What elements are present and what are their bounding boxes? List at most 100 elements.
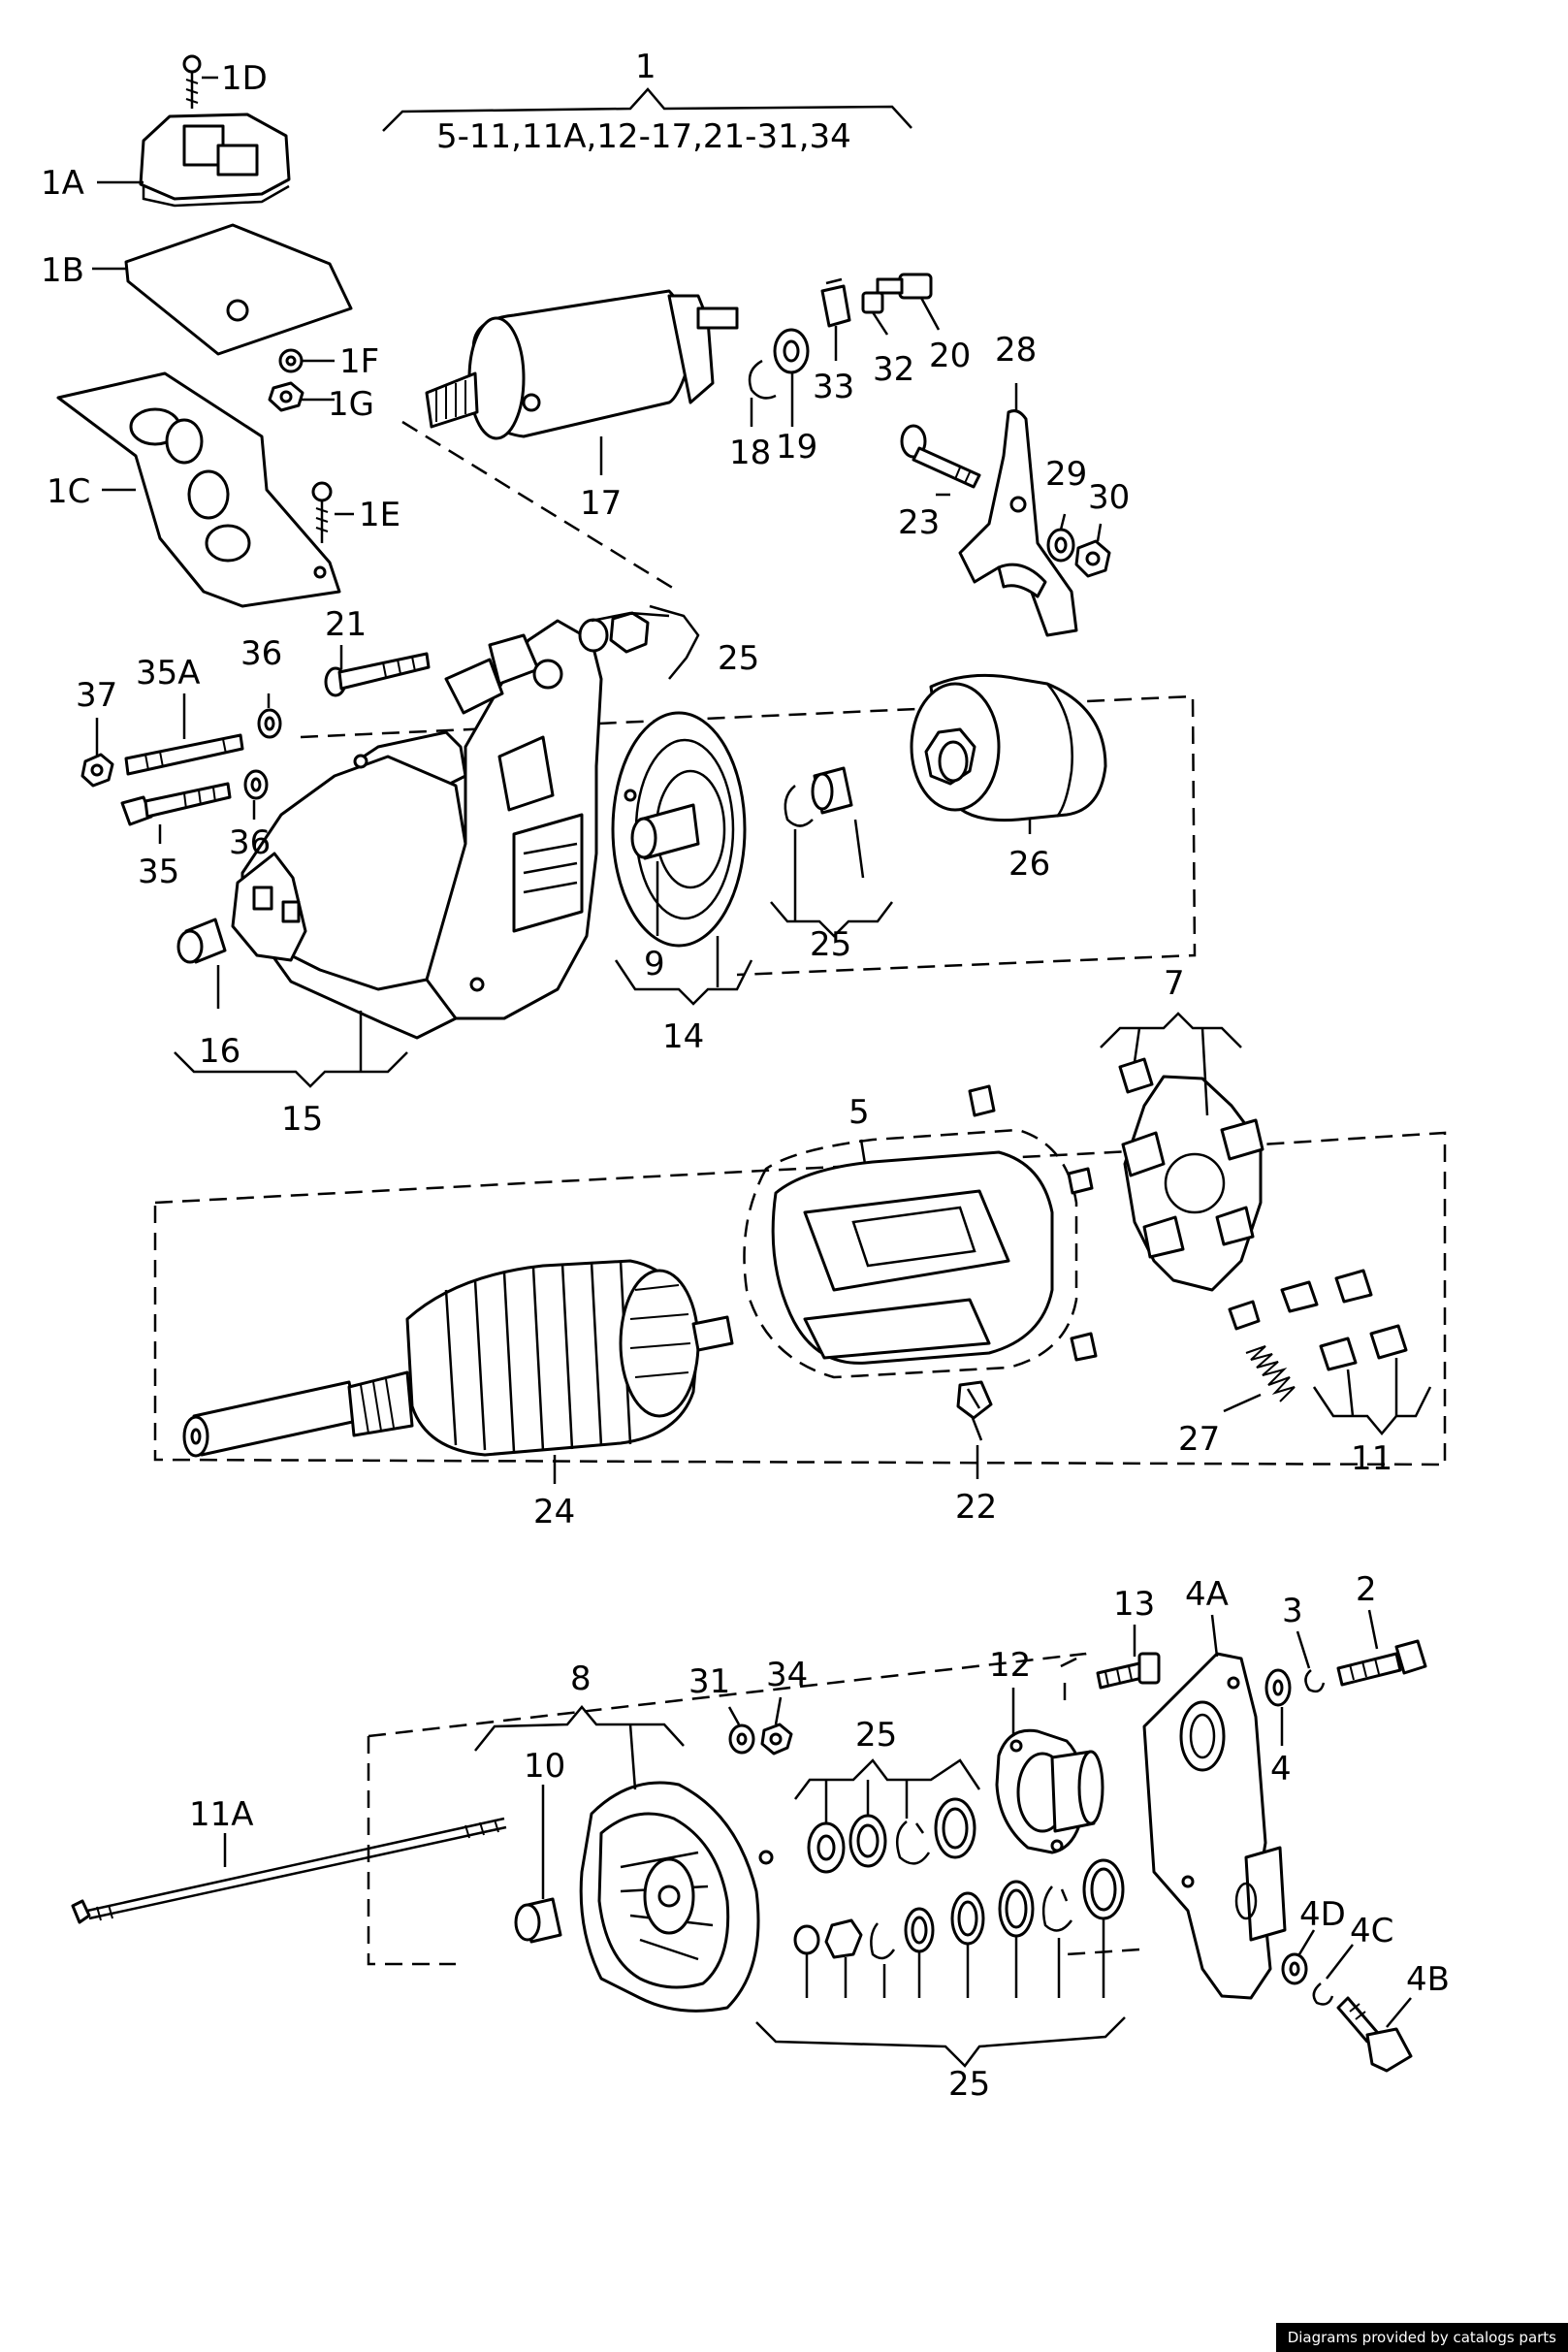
label-34: 34 (766, 1656, 808, 1694)
label-37: 37 (76, 676, 117, 715)
tie-rod-11A (71, 1817, 507, 1924)
part-labels: 1 5-11,11A,12-17,21-31,34 1D 1A 1B 1F 1G… (41, 48, 1450, 2104)
label-30: 30 (1088, 478, 1130, 517)
label-23: 23 (898, 503, 940, 542)
bushing-9 (630, 803, 700, 860)
washer-19 (773, 328, 810, 374)
label-7: 7 (1164, 964, 1185, 1003)
armature-24 (182, 1259, 734, 1458)
label-4C: 4C (1350, 1912, 1393, 1950)
label-9: 9 (644, 945, 665, 983)
rings-25-mid (784, 766, 853, 827)
nut-37 (80, 753, 114, 788)
spring-washer-4C (1312, 1982, 1334, 2006)
label-19: 19 (776, 428, 817, 467)
bushing-16 (176, 918, 227, 964)
leader-lines (92, 76, 1432, 2068)
label-1A: 1A (41, 164, 84, 203)
label-25-lower-top: 25 (855, 1716, 897, 1755)
label-1E: 1E (359, 496, 400, 534)
bolt-21 (324, 652, 431, 697)
label-17: 17 (580, 484, 622, 523)
label-27: 27 (1178, 1420, 1220, 1459)
brushes-11 (1228, 1269, 1408, 1371)
label-33: 33 (813, 368, 854, 406)
nut-30 (1074, 539, 1111, 578)
housing-15 (231, 619, 603, 1040)
label-25-lower-bottom: 25 (948, 2065, 990, 2104)
washer-1F (278, 348, 304, 373)
washer-36b (243, 769, 269, 800)
bracket-4A (1142, 1652, 1287, 2000)
lever-28 (958, 409, 1078, 637)
spring-27 (1245, 1345, 1296, 1402)
label-1G: 1G (328, 385, 374, 424)
label-12: 12 (989, 1646, 1031, 1685)
label-36-lower: 36 (229, 823, 271, 862)
label-21: 21 (325, 605, 367, 644)
label-1D: 1D (221, 59, 268, 98)
bolt-20 (876, 273, 933, 300)
label-3: 3 (1282, 1592, 1303, 1630)
plate-1B (124, 223, 353, 356)
label-1B: 1B (41, 251, 84, 290)
clip-33 (820, 277, 851, 328)
label-11: 11 (1351, 1439, 1392, 1478)
label-20: 20 (929, 337, 971, 375)
label-4D: 4D (1299, 1895, 1346, 1934)
washer-31 (728, 1724, 755, 1755)
label-4: 4 (1270, 1750, 1292, 1788)
assembly-outlines (153, 420, 1447, 1966)
label-2: 2 (1356, 1570, 1377, 1609)
label-1C: 1C (47, 472, 90, 511)
label-13: 13 (1113, 1585, 1155, 1624)
screw-1E (311, 481, 333, 543)
bolt-2 (1336, 1639, 1427, 1687)
label-1-group: 5-11,11A,12-17,21-31,34 (436, 117, 851, 156)
nut-1G (268, 381, 304, 412)
bolt-13 (1096, 1652, 1161, 1690)
bolt-35 (120, 782, 232, 826)
brush-holder-7 (1118, 1057, 1264, 1292)
ring-18 (748, 359, 777, 400)
washer-36a (257, 708, 282, 739)
spring-washer-3 (1304, 1669, 1326, 1693)
label-16: 16 (199, 1032, 240, 1071)
label-18: 18 (729, 434, 771, 472)
label-4A: 4A (1185, 1575, 1229, 1614)
seal-kit-25-lower (793, 1858, 1125, 1960)
label-1: 1 (635, 48, 656, 86)
label-4B: 4B (1406, 1960, 1450, 1999)
gasket-12 (995, 1728, 1104, 1854)
end-cover-8 (579, 1781, 774, 2013)
label-32: 32 (873, 350, 914, 389)
screw-22 (956, 1380, 993, 1441)
label-25-mid: 25 (810, 925, 851, 964)
label-28: 28 (995, 331, 1037, 370)
label-8: 8 (570, 1659, 592, 1698)
label-5: 5 (848, 1093, 870, 1132)
label-35: 35 (138, 853, 179, 891)
label-35A: 35A (136, 654, 201, 693)
label-36-upper: 36 (240, 634, 282, 673)
bolt-4B (1336, 1996, 1413, 2073)
drive-pinion-26 (910, 673, 1107, 822)
cover-1A (139, 113, 291, 208)
label-24: 24 (533, 1493, 575, 1531)
washer-29 (1046, 528, 1075, 563)
nut-25-top (578, 611, 650, 654)
label-25-upper: 25 (718, 639, 759, 678)
label-26: 26 (1008, 845, 1050, 884)
pin-23 (900, 424, 981, 489)
label-22: 22 (955, 1488, 997, 1527)
screw-1D (182, 54, 202, 109)
label-29: 29 (1045, 455, 1087, 494)
bracket-1C (56, 371, 341, 608)
label-1F: 1F (339, 342, 379, 381)
label-11A: 11A (189, 1795, 254, 1834)
label-15: 15 (281, 1100, 323, 1139)
credit-banner: Diagrams provided by catalogs parts (1275, 2323, 1568, 2352)
solenoid-17 (425, 289, 739, 440)
nut-32 (861, 291, 884, 314)
bushing-10 (514, 1897, 562, 1944)
